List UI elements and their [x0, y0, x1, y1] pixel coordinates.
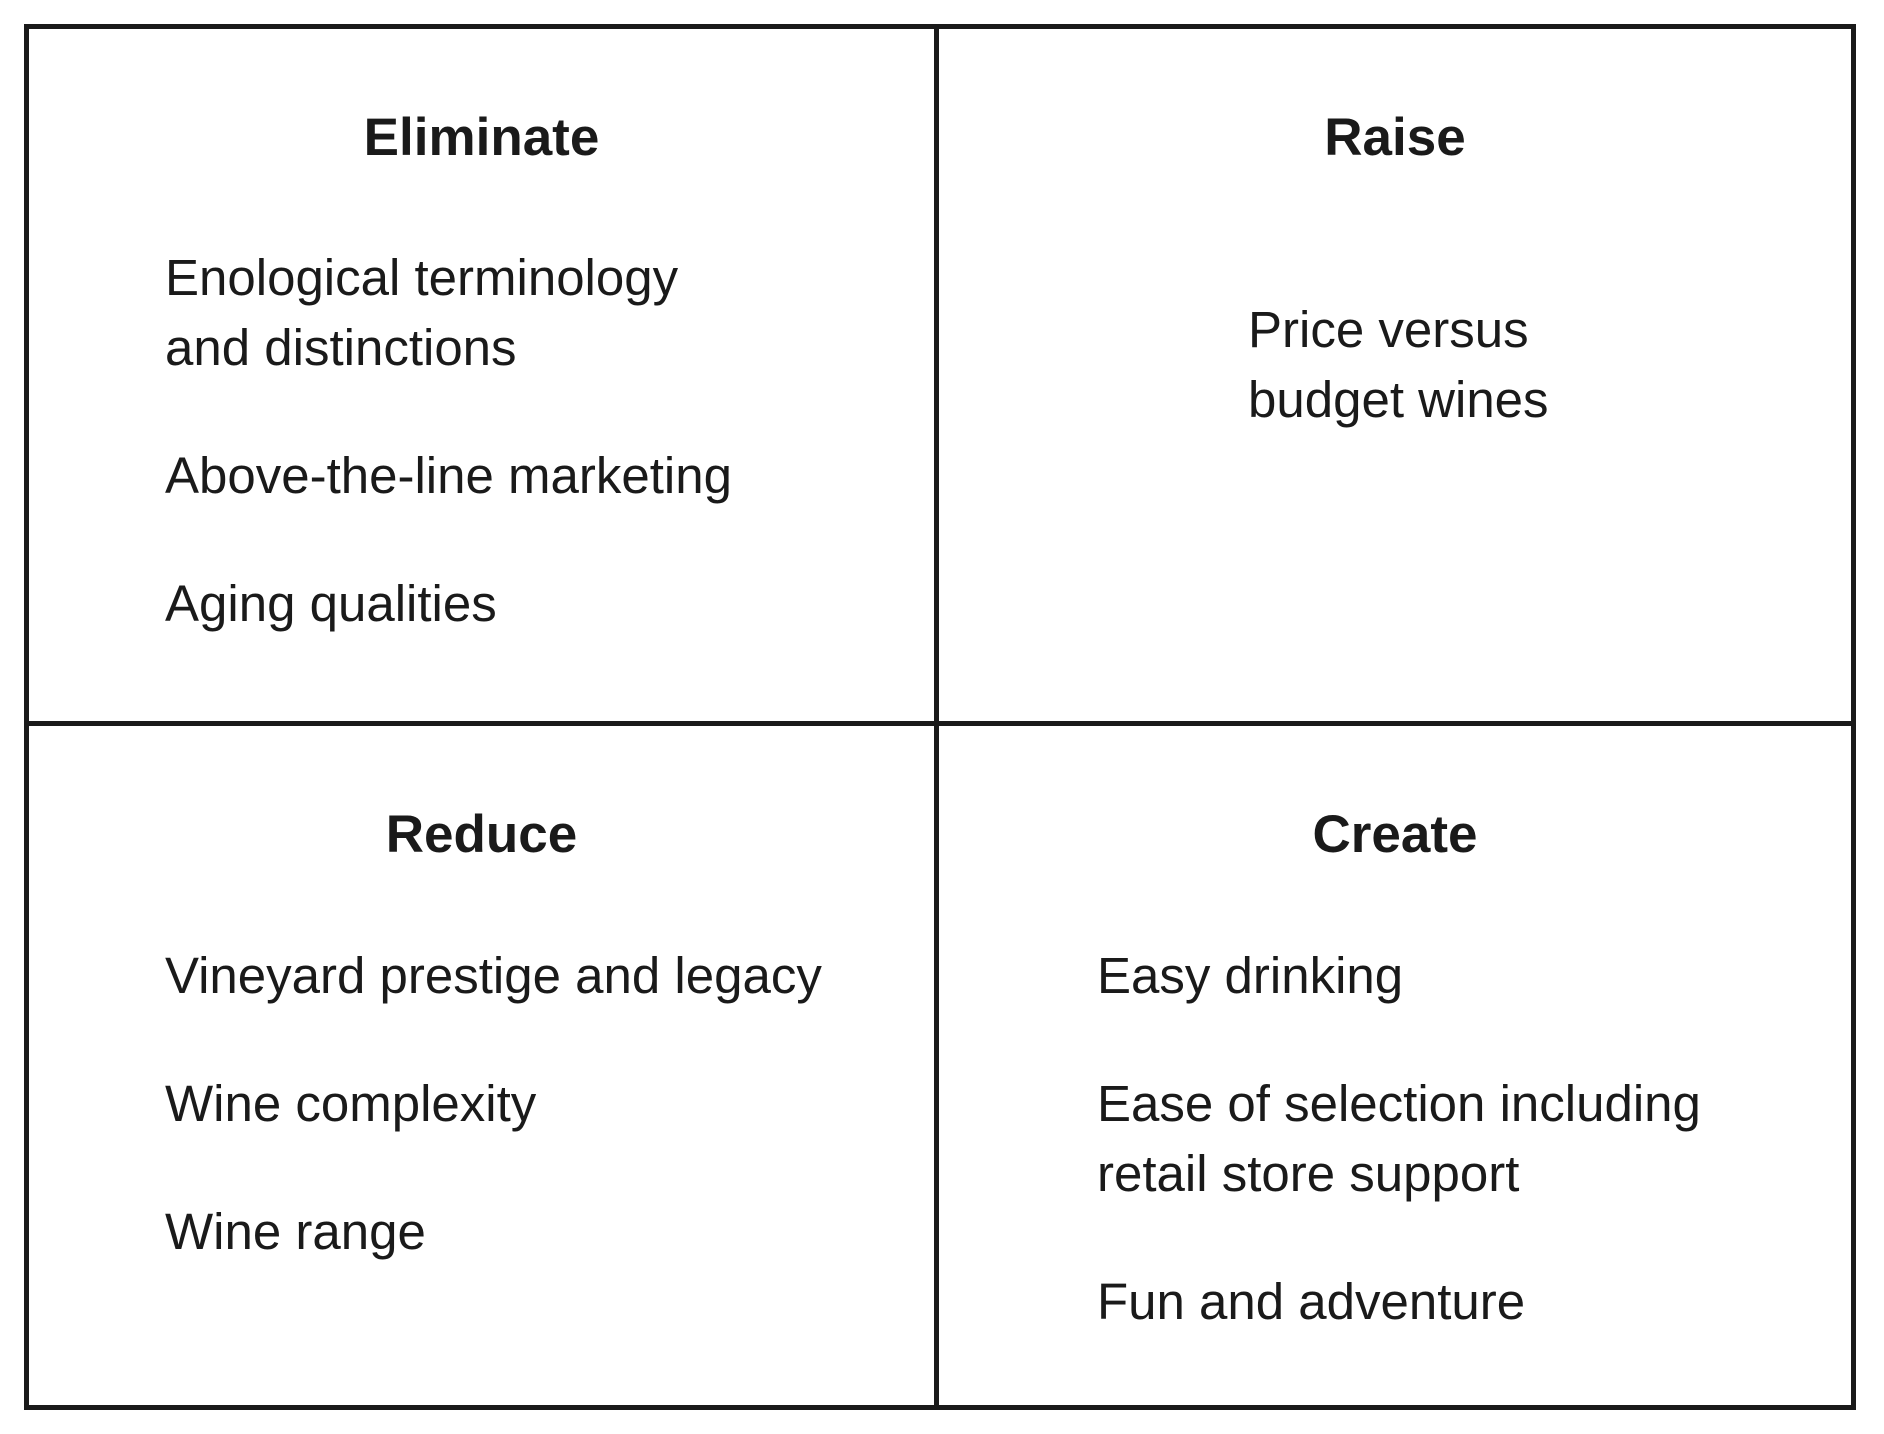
quadrant-raise: Raise Price versus budget wines [939, 29, 1851, 721]
reduce-item: Wine range [165, 1203, 426, 1260]
quadrant-reduce: Reduce Vineyard prestige and legacy Wine… [29, 726, 934, 1405]
eliminate-item: Aging qualities [165, 575, 497, 632]
horizontal-divider [29, 721, 1851, 726]
quadrant-eliminate: Eliminate Enological terminology and dis… [29, 29, 934, 721]
quadrant-title-create: Create [1312, 805, 1478, 864]
quadrant-title-raise: Raise [1324, 108, 1466, 167]
errc-grid: Eliminate Enological terminology and dis… [24, 24, 1856, 1410]
create-item: Easy drinking [1097, 947, 1404, 1004]
create-item-list: Easy drinking Ease of selection includin… [1097, 941, 1817, 1337]
eliminate-item: Enological terminology and distinctions [165, 249, 679, 376]
raise-item: Price versus budget wines [1248, 301, 1549, 428]
create-item: Fun and adventure [1097, 1273, 1526, 1330]
eliminate-item: Above-the-line marketing [165, 447, 732, 504]
quadrant-title-reduce: Reduce [385, 805, 578, 864]
eliminate-item-list: Enological terminology and distinctions … [165, 243, 905, 639]
raise-item-list: Price versus budget wines [1248, 295, 1808, 435]
vertical-divider [934, 29, 939, 1405]
quadrant-title-eliminate: Eliminate [363, 108, 600, 167]
create-item: Ease of selection including retail store… [1097, 1075, 1701, 1202]
reduce-item: Vineyard prestige and legacy [165, 947, 822, 1004]
quadrant-create: Create Easy drinking Ease of selection i… [939, 726, 1851, 1405]
reduce-item: Wine complexity [165, 1075, 537, 1132]
reduce-item-list: Vineyard prestige and legacy Wine comple… [165, 941, 925, 1267]
